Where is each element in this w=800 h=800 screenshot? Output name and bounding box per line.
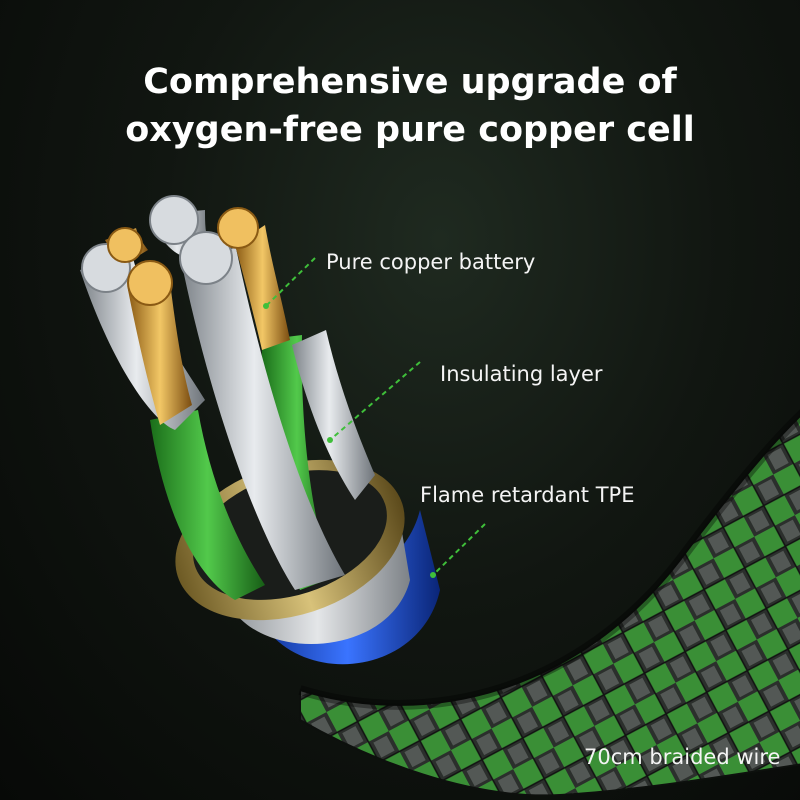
callout-insulating-layer: Insulating layer [440,362,603,386]
inner-wires [80,195,375,600]
copper-strand [128,282,192,425]
callout-pure-copper: Pure copper battery [326,250,536,274]
braided-sheath [299,414,800,797]
leader-insulating [329,361,421,441]
headline: Comprehensive upgrade of oxygen-free pur… [0,58,800,154]
callout-flame-retardant-tpe: Flame retardant TPE [420,483,635,507]
leader-tpe [432,523,486,576]
leader-copper [265,257,316,307]
headline-line-1: Comprehensive upgrade of [143,62,677,102]
copper-strand [235,225,290,350]
silver-strand [180,248,345,590]
callout-braided-wire: 70cm braided wire [584,745,781,769]
silver-strand [292,330,375,500]
headline-line-2: oxygen-free pure copper cell [125,110,695,150]
